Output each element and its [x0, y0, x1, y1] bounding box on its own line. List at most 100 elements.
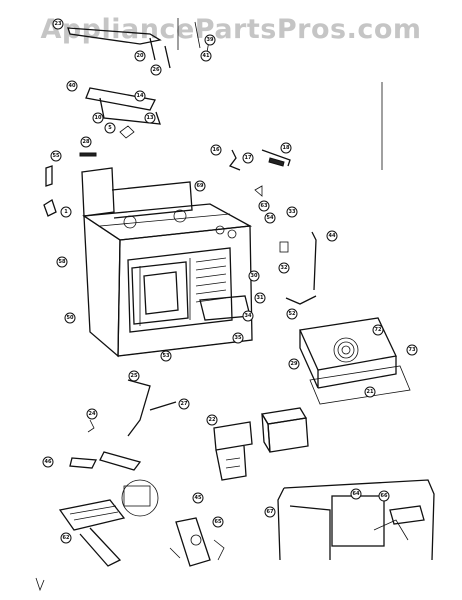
callout: 62 — [60, 532, 72, 544]
svg-text:22: 22 — [209, 417, 216, 423]
svg-text:14: 14 — [137, 93, 144, 99]
svg-text:34: 34 — [245, 313, 252, 319]
callout: 28 — [80, 136, 92, 148]
svg-text:10: 10 — [95, 115, 102, 121]
burner-rail-assembly — [67, 18, 211, 69]
callout: 34 — [242, 310, 254, 322]
svg-text:67: 67 — [267, 509, 274, 515]
callout: 46 — [42, 456, 54, 468]
svg-text:35: 35 — [235, 335, 242, 341]
svg-text:28: 28 — [83, 139, 90, 145]
svg-text:39: 39 — [207, 37, 214, 43]
callout: 21 — [364, 386, 376, 398]
callout: 17 — [242, 152, 254, 164]
svg-text:72: 72 — [375, 327, 382, 333]
svg-text:29: 29 — [291, 361, 298, 367]
svg-text:20: 20 — [137, 53, 144, 59]
svg-text:23: 23 — [55, 21, 62, 27]
svg-text:1: 1 — [64, 209, 68, 215]
callout: 13 — [144, 112, 156, 124]
svg-text:24: 24 — [89, 411, 96, 417]
callout: 26 — [150, 64, 162, 76]
regulator-box — [260, 407, 309, 453]
svg-text:53: 53 — [163, 353, 170, 359]
svg-text:32: 32 — [281, 265, 288, 271]
callout: 55 — [50, 150, 62, 162]
svg-text:66: 66 — [381, 493, 388, 499]
svg-text:33: 33 — [289, 209, 296, 215]
svg-text:54: 54 — [267, 215, 274, 221]
callout: 52 — [286, 308, 298, 320]
svg-text:45: 45 — [195, 495, 202, 501]
valve-cluster — [169, 517, 225, 567]
pilot-bracket — [43, 152, 97, 217]
callout: 41 — [200, 50, 212, 62]
svg-text:25: 25 — [131, 373, 138, 379]
callout: 53 — [160, 350, 172, 362]
svg-text:62: 62 — [63, 535, 70, 541]
callout: 29 — [288, 358, 300, 370]
svg-text:21: 21 — [367, 389, 374, 395]
svg-text:26: 26 — [153, 67, 160, 73]
callout: 23 — [52, 18, 64, 30]
svg-text:44: 44 — [329, 233, 336, 239]
callout: 44 — [326, 230, 338, 242]
svg-text:52: 52 — [289, 311, 296, 317]
svg-text:63: 63 — [261, 203, 268, 209]
callout: 63 — [258, 200, 270, 212]
callout: 14 — [134, 90, 146, 102]
svg-text:64: 64 — [353, 491, 360, 497]
svg-text:31: 31 — [257, 295, 264, 301]
callout: 31 — [254, 292, 266, 304]
burner-bar — [85, 87, 161, 139]
callout: 40 — [66, 80, 78, 92]
svg-text:16: 16 — [213, 147, 220, 153]
callout: 72 — [372, 324, 384, 336]
callout: 35 — [232, 332, 244, 344]
svg-text:40: 40 — [69, 83, 76, 89]
callout: 64 — [350, 488, 362, 500]
svg-text:65: 65 — [215, 519, 222, 525]
watermark-text: AppliancePartsPros.com — [40, 14, 422, 45]
callout: 73 — [406, 344, 418, 356]
range-body — [81, 167, 253, 358]
svg-text:55: 55 — [53, 153, 60, 159]
thermostat-valve — [213, 421, 253, 481]
callout: 50 — [64, 312, 76, 324]
callout: 45 — [192, 492, 204, 504]
oven-burner — [58, 479, 159, 567]
callout: 30 — [248, 270, 260, 282]
svg-text:17: 17 — [245, 155, 252, 161]
svg-text:50: 50 — [67, 315, 74, 321]
svg-text:69: 69 — [197, 183, 204, 189]
callout: 16 — [210, 144, 222, 156]
broiler-pan — [299, 317, 411, 405]
svg-text:58: 58 — [59, 259, 66, 265]
callout: 69 — [194, 180, 206, 192]
scribble-mark — [35, 577, 45, 592]
callout: 18 — [280, 142, 292, 154]
svg-text:30: 30 — [251, 273, 258, 279]
callout: 22 — [206, 414, 218, 426]
callout: 32 — [278, 262, 290, 274]
callout: 24 — [86, 408, 98, 420]
callout: 5 — [104, 122, 116, 134]
gas-pipe-right — [279, 231, 317, 305]
callout: 66 — [378, 490, 390, 502]
callout: 27 — [178, 398, 190, 410]
svg-text:13: 13 — [147, 115, 154, 121]
svg-text:27: 27 — [181, 401, 188, 407]
callout: 33 — [286, 206, 298, 218]
svg-text:73: 73 — [409, 347, 416, 353]
callout: 25 — [128, 370, 140, 382]
svg-text:18: 18 — [283, 145, 290, 151]
callout: 39 — [204, 34, 216, 46]
svg-text:5: 5 — [108, 125, 112, 131]
callout: 54 — [264, 212, 276, 224]
callout: 20 — [134, 50, 146, 62]
svg-text:41: 41 — [203, 53, 210, 59]
callout: 10 — [92, 112, 104, 124]
svg-text:46: 46 — [45, 459, 52, 465]
